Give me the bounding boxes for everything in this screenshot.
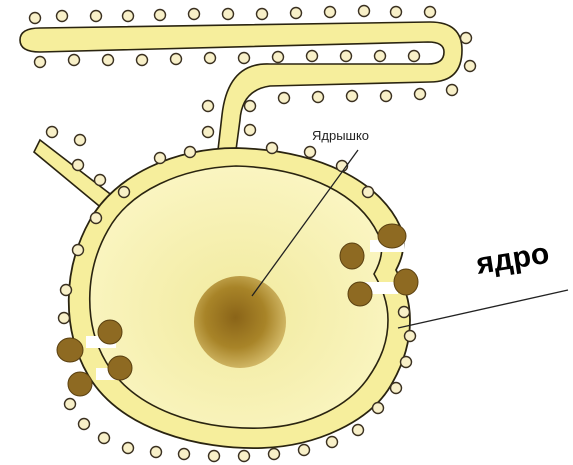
ribosome [325, 7, 336, 18]
ribosome [269, 449, 280, 460]
ribosome [179, 449, 190, 460]
ribosome [155, 10, 166, 21]
ribosome [307, 51, 318, 62]
ribosome [341, 51, 352, 62]
ribosome [305, 147, 316, 158]
ribosome [69, 55, 80, 66]
ribosome [155, 153, 166, 164]
ribosome [415, 89, 426, 100]
pore-blob [57, 338, 83, 362]
ribosome [189, 9, 200, 20]
ribosome [73, 160, 84, 171]
ribosome [353, 425, 364, 436]
pore-blob [108, 356, 132, 380]
pore-blob [68, 372, 92, 396]
ribosome [119, 187, 130, 198]
pore-blob [348, 282, 372, 306]
ribosome [137, 55, 148, 66]
ribosome [359, 6, 370, 17]
ribosome [291, 8, 302, 19]
nucleolus [194, 276, 286, 368]
ribosome [47, 127, 58, 138]
ribosome [61, 285, 72, 296]
ribosome [103, 55, 114, 66]
ribosome [391, 7, 402, 18]
ribosome [65, 399, 76, 410]
ribosome [405, 331, 416, 342]
ribosome [391, 383, 402, 394]
ribosome [239, 53, 250, 64]
ribosome [239, 451, 250, 462]
ribosome [91, 11, 102, 22]
pore-blob [378, 224, 406, 248]
ribosome [123, 443, 134, 454]
ribosome [57, 11, 68, 22]
ribosome [375, 51, 386, 62]
ribosome [151, 447, 162, 458]
ribosome [409, 51, 420, 62]
ribosome [401, 357, 412, 368]
ribosome [245, 125, 256, 136]
ribosome [223, 9, 234, 20]
ribosome [381, 91, 392, 102]
ribosome [59, 313, 70, 324]
ribosome [313, 92, 324, 103]
ribosome [257, 9, 268, 20]
ribosome [203, 127, 214, 138]
ribosome [327, 437, 338, 448]
ribosome [299, 445, 310, 456]
ribosome [171, 54, 182, 65]
ribosome [273, 52, 284, 63]
ribosome [347, 91, 358, 102]
ribosome [447, 85, 458, 96]
ribosome [185, 147, 196, 158]
nucleus-label: ядро [473, 237, 551, 281]
ribosome [461, 33, 472, 44]
ribosome [399, 307, 410, 318]
ribosome [30, 13, 41, 24]
ribosome [73, 245, 84, 256]
pore-blob [394, 269, 418, 295]
pore-blob [340, 243, 364, 269]
ribosome [95, 175, 106, 186]
ribosome [35, 57, 46, 68]
ribosome [79, 419, 90, 430]
ribosome [465, 61, 476, 72]
ribosome [373, 403, 384, 414]
ribosome [279, 93, 290, 104]
nucleolus-label: Ядрышко [312, 128, 369, 143]
ribosome [99, 433, 110, 444]
ribosome [91, 213, 102, 224]
ribosome [245, 101, 256, 112]
ribosome [267, 143, 278, 154]
ribosome [363, 187, 374, 198]
ribosome [75, 135, 86, 146]
ribosome [123, 11, 134, 22]
nucleus-leader-line [398, 290, 568, 328]
ribosome [209, 451, 220, 462]
pore-blob [98, 320, 122, 344]
ribosome [203, 101, 214, 112]
ribosome [425, 7, 436, 18]
ribosome [205, 53, 216, 64]
